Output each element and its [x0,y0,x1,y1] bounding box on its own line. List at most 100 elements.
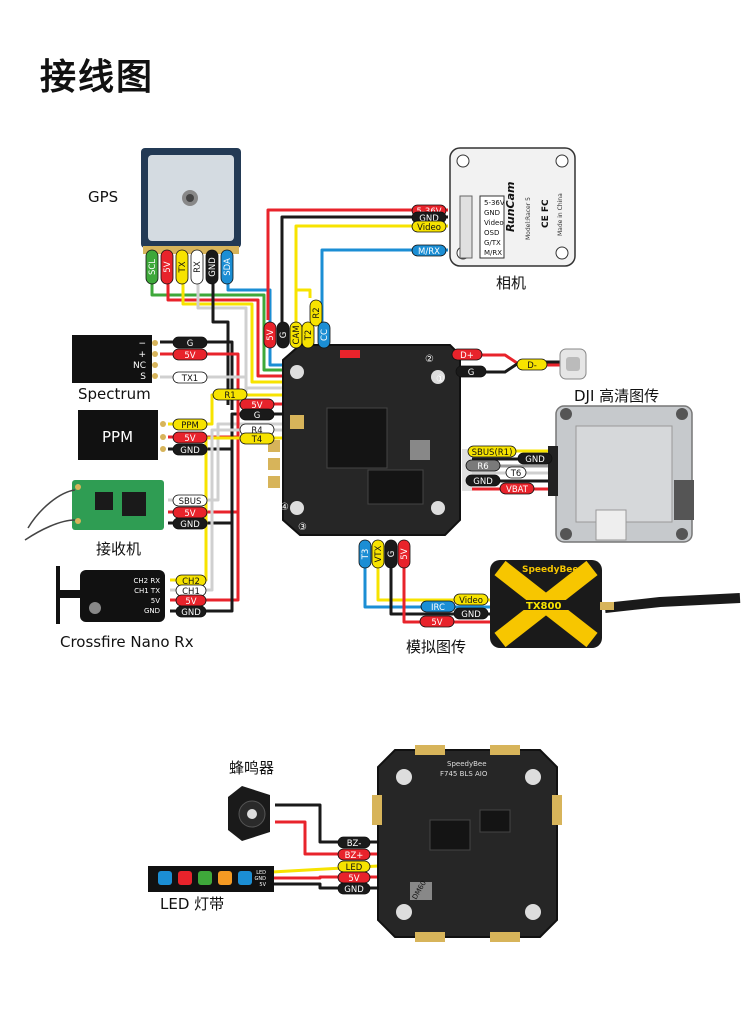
crossfire-wire-tag-0-text: CH2 [182,577,200,587]
fc-left-tag-0: R1 [212,388,248,401]
buzzer-tags: BZ-BZ+ [337,836,371,861]
flight-controller [268,344,472,536]
camera-wire-tag-3-text: M/RX [418,247,440,257]
receiver-label: 接收机 [96,540,142,558]
fc-left-tag-1-text: 5V [251,401,262,411]
buzzer-wire-tag-0: BZ- [337,836,371,849]
spectrum-pin-1: + [138,350,146,360]
gps-module [141,148,241,254]
receiver-wire-tag-1: 5V [172,506,208,519]
crossfire-label: Crossfire Nano Rx [60,633,194,651]
camera-made: Made in China [557,193,564,236]
ppm-wire-tag-1: 5V [172,431,208,444]
fc-top-pad-2: CAM [289,321,303,349]
fc-number-mark-2: ③ [298,522,307,533]
led-pad-2: 5V [259,882,266,888]
crossfire-pin-2: 5V [151,597,160,605]
dji-wire-tag-2-text: R6 [477,462,488,472]
vtx-wire-tag-0: Video [453,593,489,606]
vtx-wire-tag-3: 5V [419,615,455,628]
led-wire-tag-2: GND [337,882,371,895]
receiver-wire-tag-2-text: GND [180,520,200,530]
fc-left-tag-4: T4 [239,432,275,445]
buzzer-wire-tag-1: BZ+ [337,848,371,861]
usb-wire-tag-0: D+ [451,348,483,361]
camera-model: Model:Racer 5 [525,197,532,240]
led-pad-0: LED [256,870,266,876]
vtx-5v-wire [402,565,490,624]
camera-wire-tag-2-text: Video [417,223,441,233]
camera-pin-5: M/RX [484,249,502,257]
analog-vtx-brand: SpeedyBee [522,565,579,575]
fc-number-mark-3: ④ [280,502,289,513]
crossfire-wire-tag-3: GND [175,605,207,618]
fc-top-pad-5: CC [317,321,331,349]
camera-brand: RunCam [504,182,517,233]
receiver-wire-tag-2: GND [172,517,208,530]
cam-5v-wire [266,208,448,320]
dji-wire-tag-4: GND [465,474,501,487]
ppm-wire-tag-0: PPM [172,418,208,431]
dji-wire-tag-4-text: GND [473,477,493,487]
analog-vtx-label: 模拟图传 [406,638,467,656]
spectrum-wire-tag-1: 5V [172,348,208,361]
dji-wire-tag-2: R6 [465,459,501,472]
spectrum-module [72,335,152,383]
camera-pin-4: G/TX [484,239,501,247]
gps-label: GPS [88,188,119,206]
camera-cert: CE FC [541,199,551,228]
led-pad-1: GND [255,876,267,882]
gps-pin-2-text: TX [178,261,188,273]
fc-top-pad-3-text: T2 [304,330,314,342]
camera-wire-tag-2: Video [411,220,447,233]
usb-wire-tag-2-text: D- [527,361,537,371]
camera-pin-labels: 5-36VGNDVideoOSDG/TXM/RX5-36VGNDVideoM/R… [411,199,505,257]
fc-left-tag-3-text: R4 [251,426,262,436]
fc-left-tag-2-text: G [254,411,261,421]
gps-pin-1: 5V [160,249,174,285]
fc-top-pad-4: R2 [309,299,323,327]
vtx-wire-tag-3-text: 5V [431,618,442,628]
vtx-antenna-cable [604,593,741,613]
fc-bottom-pad-3-text: 5V [400,548,410,559]
spectrum-label: Spectrum [78,385,151,403]
receiver-wire-tag-0: SBUS [172,494,208,507]
camera-pin-0: 5-36V [484,199,505,207]
usb-c-connector [559,348,587,380]
dji-module [548,405,694,543]
esc-board-model: F745 BLS AIO [440,770,488,778]
gps-scl-wire [150,280,288,372]
vtx-wire-tag-1-text: IRC [431,603,445,613]
camera-module [449,147,576,267]
dji-wire-tag-1-text: GND [525,455,545,465]
gps-tx-wire [181,280,288,384]
gps-5v-wire [166,280,288,378]
vtx-wire-tag-0-text: Video [459,596,483,606]
dji-wire-tag-3: T6 [505,466,527,479]
crossfire-pin-3: GND [144,607,160,615]
gps-pin-5: SDA [220,249,234,285]
gps-pin-4: GND [205,249,219,285]
camera-pin-2: Video [484,219,504,227]
usb-wire-tag-0-text: D+ [460,351,474,361]
gps-pin-3: RX [190,249,204,285]
fc-top-pad-5-text: CC [320,329,330,341]
analog-vtx-logo: TX800 [526,601,561,612]
vtx-wire-tag-2: GND [453,607,489,620]
ppm-inner-label: PPM [102,428,133,446]
spectrum-wire-tag-2: TX1 [172,371,208,384]
gps-pin-5-text: SDA [223,258,233,276]
crossfire-wire-tag-1-text: CH1 [182,587,200,597]
buzzer-wire-tag-0-text: BZ- [347,839,362,849]
analog-vtx-module [490,560,614,648]
spectrum-wire-tag-0: G [172,336,208,349]
fc-number-mark-0: ① [436,374,445,385]
dji-wire-tag-1: GND [517,452,553,465]
vtx-wire-tag-1: IRC [420,600,456,613]
